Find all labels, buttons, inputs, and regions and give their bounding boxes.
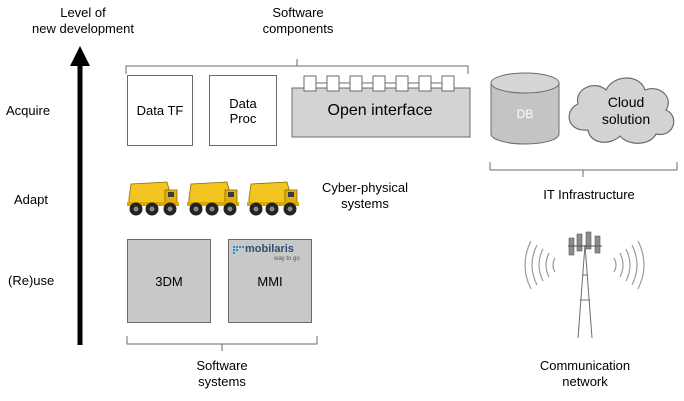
communication-network-label: Communication network [522, 358, 648, 390]
data-tf-box: Data TF [127, 75, 193, 146]
level-acquire: Acquire [6, 103, 51, 118]
level-reuse: (Re)use [8, 273, 55, 288]
cyber-physical-label: Cyber-physical systems [310, 180, 420, 212]
communication-network-label-line1: Communication [539, 358, 631, 373]
cloud-icon [568, 77, 675, 144]
db-label: DB [516, 107, 534, 121]
3dm-box: 3DM [127, 239, 211, 323]
level-adapt: Adapt [14, 192, 48, 207]
cyber-physical-label-line2: systems [341, 196, 389, 211]
mobilaris-logo-tagline: way to go [274, 256, 300, 262]
cloud-label-line2: solution [601, 111, 651, 127]
mmi-label: MMI [257, 274, 283, 289]
cloud-label: Cloud solution [588, 94, 664, 128]
software-systems-label-line1: Software [196, 358, 248, 373]
mmi-box: mobilaris way to go MMI [228, 239, 312, 323]
mobilaris-logo-mark-icon [233, 246, 244, 254]
cyber-physical-label-line1: Cyber-physical [322, 180, 408, 195]
data-tf-label: Data TF [136, 103, 184, 118]
axis-title-line1: Level of [60, 5, 106, 20]
software-systems-label: Software systems [172, 358, 272, 390]
database-icon [490, 72, 560, 145]
software-components-label-line1: Software [272, 5, 324, 20]
data-proc-box: Data Proc [209, 75, 277, 146]
software-components-label: Software components [248, 5, 348, 37]
communication-network-label-line2: network [562, 374, 608, 389]
cloud-label-line1: Cloud [607, 94, 645, 110]
axis-title-line2: new development [32, 21, 134, 36]
software-systems-label-line2: systems [198, 374, 246, 389]
data-proc-label-line1: Data [229, 95, 257, 111]
mobilaris-logo-text: mobilaris [245, 243, 294, 255]
data-proc-label-line2: Proc [229, 110, 257, 126]
open-interface-label: Open interface [327, 102, 433, 119]
axis-title: Level of new development [18, 5, 148, 37]
software-components-label-line2: components [262, 21, 334, 36]
it-infrastructure-label: IT Infrastructure [543, 187, 635, 202]
3dm-label: 3DM [155, 273, 183, 289]
